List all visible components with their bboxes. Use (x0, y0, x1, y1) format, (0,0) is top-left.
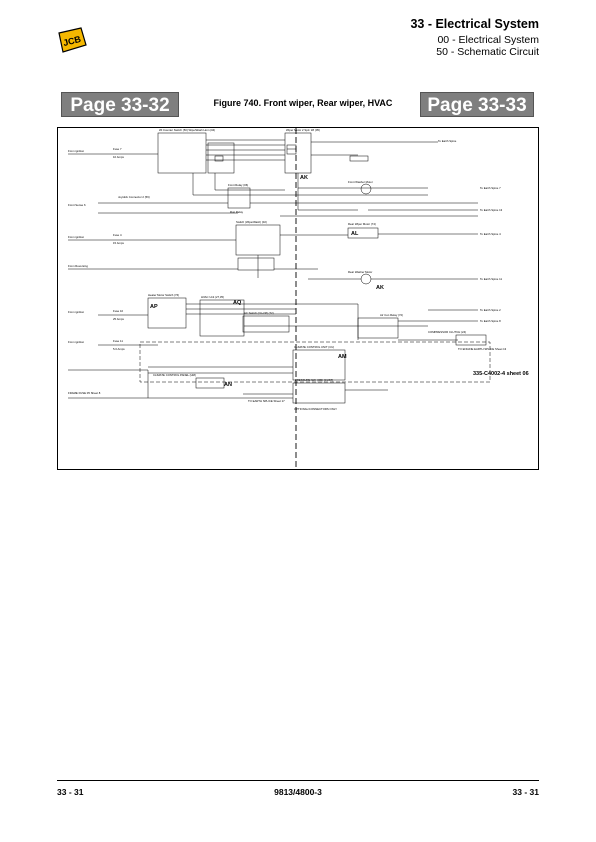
figure-caption: Figure 740. Front wiper, Rear wiper, HVA… (213, 98, 393, 108)
label-ak2: AK (376, 285, 384, 291)
lbl-pressure-sw: PRESSURE SW. (OB) (CUST) (295, 378, 333, 382)
lbl-from-ignition-2: From ignition (68, 235, 85, 239)
lbl-compressor-clutch: COMPRESSOR CLUTCH (24) (428, 330, 466, 334)
schematic-diagram: AK AL AK AP AQ AM AN Wi Counter Switch (… (57, 127, 539, 470)
jcb-logo: JCB (58, 27, 87, 53)
lbl-from-ignition-4: From ignition (68, 340, 85, 344)
lbl-to-earth-2: To Earth Spine 2 (480, 308, 501, 312)
footer-divider (57, 780, 539, 781)
lbl-engine-earth-splice: TO ENGINE EARTH SPLICE Sheet 13 (458, 347, 507, 351)
lbl-front-washer-motor: Front Washer Motor (348, 180, 373, 184)
lbl-fuse-4: Fuse 4 (113, 233, 122, 237)
lbl-amp-10: 10 Amps (113, 155, 124, 159)
lbl-heater-motor-switch: Heater Motor Switch (76) (148, 293, 179, 297)
lbl-air-con-relay: Air Con Relay (72) (380, 313, 403, 317)
figure-reference: 335-C4002-4 sheet 06 (473, 371, 529, 377)
schematic-svg: AK AL AK AP AQ AM AN Wi Counter Switch (… (68, 128, 507, 469)
lbl-to-earth-7: To Earth Spine 7 (480, 186, 501, 190)
lbl-climate-control-unit: CLIMATE CONTROL UNIT (CU) (294, 345, 334, 349)
lbl-from-ignition-3: From ignition (68, 310, 85, 314)
lbl-amp-25: 25 Amps (113, 317, 124, 321)
lbl-from-ignition: From ignition (68, 149, 85, 153)
lbl-wiper-motor: Wiper Motor 2 Spd. Wi (05) (286, 128, 320, 132)
label-al: AL (351, 231, 359, 237)
section-title: 33 - Electrical System (410, 17, 539, 31)
lbl-to-earth-11: To Earth Spine 11 (480, 277, 502, 281)
lbl-joystick-connector: Joystick Connector 2 (56) (118, 195, 150, 199)
footer-left-page: 33 - 31 (57, 787, 84, 797)
footer-right-page: 33 - 31 (512, 787, 539, 797)
sub-subsection-title: 50 - Schematic Circuit (436, 46, 539, 58)
lbl-fuse-10: Fuse 10 (113, 309, 124, 313)
lbl-frame-fuse: FRAME FUSE 05 Sheet 8 (68, 391, 101, 395)
lbl-front-relay: Front Relay (06) (228, 183, 248, 187)
lbl-from-reversing: From Reversing (68, 264, 88, 268)
label-ak1: AK (300, 175, 308, 181)
label-am: AM (338, 354, 347, 360)
lbl-rear-washer-motor: Rear Washer Motor (348, 270, 372, 274)
lbl-hvac-unit: HVAC Unit (27,35) (201, 295, 224, 299)
lbl-fuse-7: Fuse 7 (113, 147, 122, 151)
next-page-button[interactable]: Page 33-33 (420, 92, 534, 117)
label-aq: AQ (233, 300, 242, 306)
lbl-to-earth-13: To Earth Spine 13 (480, 208, 503, 212)
logo-text: JCB (62, 34, 82, 48)
lbl-amp-15: 15 Amps (113, 241, 124, 245)
prev-page-button[interactable]: Page 33-32 (61, 92, 179, 117)
lbl-to-earth-8: To Earth Spine 8 (480, 319, 501, 323)
lbl-run-relay: Run Relay (230, 210, 244, 214)
lbl-optional-note: OPTIONAL/CONNECTORS ONLY (294, 407, 337, 411)
label-ap: AP (150, 304, 158, 310)
lbl-fuse-11: Fuse 11 (113, 339, 123, 343)
lbl-amp-5: 5.0 Amps (113, 347, 125, 351)
lbl-rear-wiper-motor: Rear Wiper Motor (74) (348, 222, 376, 226)
lbl-wiper-counter-switch: Wi Counter Switch (50) Wipe/Wash Hom (04… (159, 128, 215, 132)
footer-doc-number: 9813/4800-3 (274, 787, 322, 797)
wiper-counter-switch-box (157, 132, 207, 174)
lbl-to-earth-4: To Earth Spine 4 (480, 232, 501, 236)
lbl-to-earth-splice-7: TO EARTH SPLICE Sheet 17 (248, 399, 285, 403)
lbl-climate-control-panel: CLIMATE CONTROL PANEL (HM) (153, 373, 196, 377)
label-an: AN (224, 382, 232, 388)
lbl-ac-switch: AC Switch (On-Off) (72) (244, 311, 274, 315)
lbl-to-earth-spine: To Earth Spine (438, 139, 457, 143)
lbl-front-sensor: Front Sense 6 (68, 203, 86, 207)
lbl-switch-wash: Switch (Wipe/Wash) (02) (236, 220, 267, 224)
subsection-title: 00 - Electrical System (437, 34, 539, 46)
